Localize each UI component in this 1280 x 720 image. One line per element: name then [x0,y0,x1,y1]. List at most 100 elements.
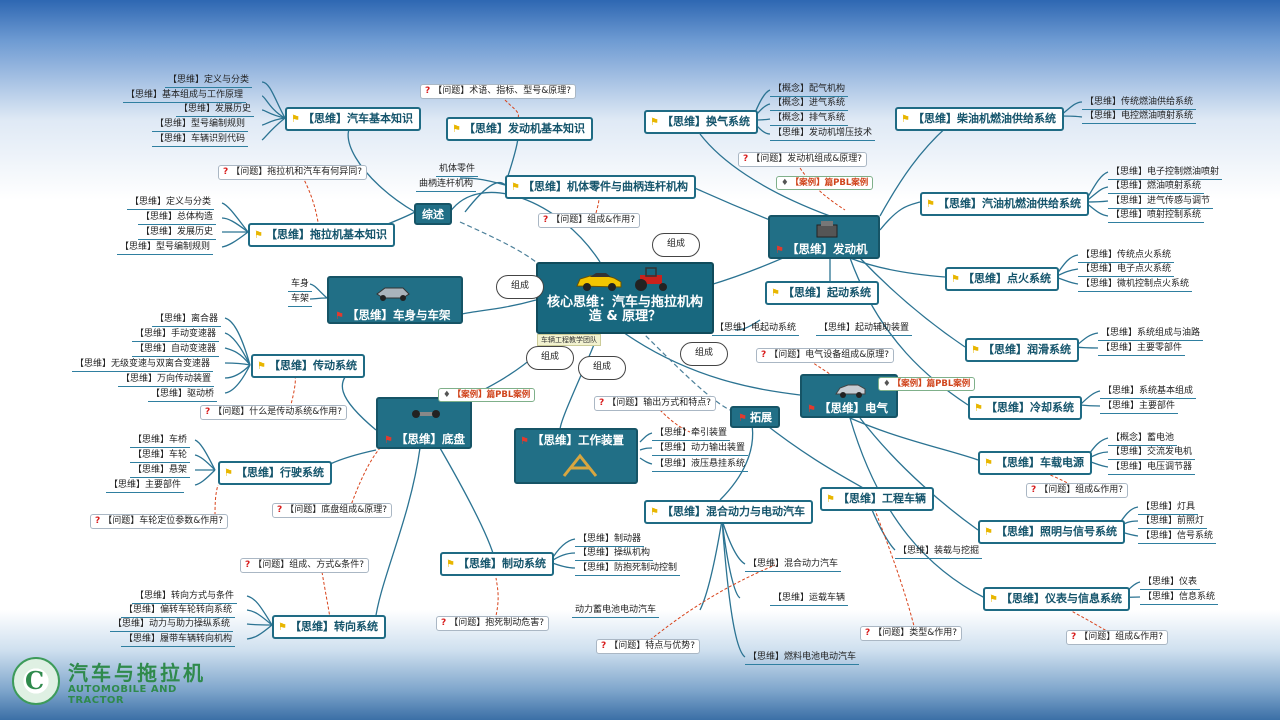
topic-air-exchange[interactable]: ⚑【思维】换气系统 [644,110,758,134]
question-box[interactable]: ?【问题】输出方式和特点? [594,396,717,411]
question-box[interactable]: ?【问题】抱死制动危害? [436,616,550,631]
leaf[interactable]: 【思维】履带车辆转向机构 [121,633,236,647]
question-box[interactable]: ?【问题】特点与优势? [596,639,701,654]
leaf[interactable]: 【思维】驱动桥 [148,388,218,402]
topic-chassis[interactable]: ⚑【思维】底盘 [376,397,472,449]
leaf[interactable]: 车身 [288,278,313,292]
leaf[interactable]: 【思维】悬架 [130,464,191,478]
topic-crank-mechanism[interactable]: ⚑【思维】机体零件与曲柄连杆机构 [505,175,696,199]
topic-starting[interactable]: ⚑【思维】起动系统 [765,281,879,305]
topic-instrument-info[interactable]: ⚑【思维】仪表与信息系统 [983,587,1130,611]
leaf[interactable]: 【思维】发展历史 [138,226,217,240]
leaf[interactable]: 【思维】制动器 [575,533,645,547]
leaf[interactable]: 动力蓄电池电动汽车 [572,604,660,618]
leaf[interactable]: 【思维】电控燃油喷射系统 [1082,110,1197,124]
leaf[interactable]: 【思维】车轮 [130,449,191,463]
topic-cooling[interactable]: ⚑【思维】冷却系统 [968,396,1082,420]
leaf[interactable]: 曲柄连杆机构 [416,178,477,192]
question-box[interactable]: ?【问题】术语、指标、型号&原理? [420,84,577,99]
leaf[interactable]: 【思维】交流发电机 [1108,446,1196,460]
topic-tractor-basics[interactable]: ⚑【思维】拖拉机基本知识 [248,223,395,247]
case-tag[interactable]: ♦【案例】篇PBL案例 [776,176,874,190]
leaf[interactable]: 【思维】无级变速与双离合变速器 [72,358,214,372]
topic-diesel-fuel[interactable]: ⚑【思维】柴油机燃油供给系统 [895,107,1064,131]
leaf[interactable]: 【思维】信号系统 [1138,530,1217,544]
topic-overview[interactable]: 综述 [414,203,452,225]
leaf[interactable]: 【思维】发动机增压技术 [770,127,876,141]
leaf[interactable]: 【思维】主要部件 [1100,400,1179,414]
leaf[interactable]: 【思维】牵引装置 [652,427,731,441]
question-box[interactable]: ?【问题】组成&作用? [538,213,641,228]
topic-hybrid-electric[interactable]: ⚑【思维】混合动力与电动汽车 [644,500,813,524]
leaf[interactable]: 【思维】传统燃油供给系统 [1082,96,1197,110]
leaf[interactable]: 【思维】电子控制燃油喷射 [1108,166,1223,180]
leaf[interactable]: 【思维】转向方式与条件 [132,590,238,604]
leaf[interactable]: 【思维】液压悬挂系统 [652,458,749,472]
leaf[interactable]: 机体零件 [436,163,479,177]
topic-steering[interactable]: ⚑【思维】转向系统 [272,615,386,639]
topic-engine-basics[interactable]: ⚑【思维】发动机基本知识 [446,117,593,141]
leaf[interactable]: 【思维】离合器 [152,313,222,327]
leaf[interactable]: 【思维】主要零部件 [1098,342,1186,356]
leaf[interactable]: 【思维】动力与助力操纵系统 [110,618,234,632]
leaf[interactable]: 【思维】手动变速器 [132,328,220,342]
leaf[interactable]: 【概念】排气系统 [770,112,849,126]
leaf[interactable]: 【思维】发展历史 [176,103,255,117]
case-tag[interactable]: ♦【案例】篇PBL案例 [878,377,976,391]
leaf[interactable]: 【思维】定义与分类 [165,74,253,88]
leaf[interactable]: 【思维】操纵机构 [575,547,654,561]
question-box[interactable]: ?【问题】组成&作用? [1066,630,1169,645]
topic-engine[interactable]: ⚑【思维】发动机 [768,215,880,259]
leaf[interactable]: 【思维】总体构造 [138,211,217,225]
question-box[interactable]: ?【问题】拖拉机和汽车有何异同? [218,165,368,180]
leaf[interactable]: 【思维】运载车辆 [770,592,849,606]
leaf[interactable]: 【概念】蓄电池 [1108,432,1178,446]
leaf[interactable]: 【思维】燃料电池电动汽车 [745,651,860,665]
topic-lubrication[interactable]: ⚑【思维】润滑系统 [965,338,1079,362]
topic-extension[interactable]: ⚑拓展 [730,406,780,428]
leaf[interactable]: 【思维】电压调节器 [1108,461,1196,475]
leaf[interactable]: 【思维】型号编制规则 [117,241,214,255]
leaf[interactable]: 车架 [288,293,313,307]
topic-ignition[interactable]: ⚑【思维】点火系统 [945,267,1059,291]
leaf[interactable]: 【思维】偏转车轮转向系统 [121,604,236,618]
leaf[interactable]: 【思维】灯具 [1138,501,1199,515]
leaf[interactable]: 【概念】进气系统 [770,97,849,111]
question-box[interactable]: ?【问题】发动机组成&原理? [738,152,868,167]
leaf[interactable]: 【思维】仪表 [1140,576,1201,590]
topic-power-supply[interactable]: ⚑【思维】车载电源 [978,451,1092,475]
leaf[interactable]: 【思维】喷射控制系统 [1108,209,1205,223]
leaf[interactable]: 【思维】系统组成与油路 [1098,327,1204,341]
leaf[interactable]: 【思维】燃油喷射系统 [1108,180,1205,194]
leaf[interactable]: 【思维】混合动力汽车 [745,558,842,572]
case-tag[interactable]: ♦【案例】篇PBL案例 [438,388,536,402]
question-box[interactable]: ?【问题】类型&作用? [860,626,963,641]
leaf[interactable]: 【思维】主要部件 [106,479,185,493]
central-topic[interactable]: 核心思维：汽车与拖拉机构造 & 原理？ [536,262,714,334]
topic-automobile-basics[interactable]: ⚑【思维】汽车基本知识 [285,107,421,131]
leaf[interactable]: 【思维】前照灯 [1138,515,1208,529]
leaf[interactable]: 【概念】配气机构 [770,83,849,97]
question-box[interactable]: ?【问题】什么是传动系统&作用? [200,405,348,420]
topic-running-system[interactable]: ⚑【思维】行驶系统 [218,461,332,485]
leaf[interactable]: 【思维】动力输出装置 [652,442,749,456]
leaf[interactable]: 【思维】自动变速器 [132,343,220,357]
leaf[interactable]: 【思维】系统基本组成 [1100,385,1197,399]
topic-lighting-signal[interactable]: ⚑【思维】照明与信号系统 [978,520,1125,544]
topic-braking[interactable]: ⚑【思维】制动系统 [440,552,554,576]
question-box[interactable]: ?【问题】组成&作用? [1026,483,1129,498]
leaf[interactable]: 【思维】电子点火系统 [1078,263,1175,277]
leaf[interactable]: 【思维】车辆识别代码 [152,133,249,147]
leaf[interactable]: 【思维】装载与挖掘 [895,545,983,559]
leaf[interactable]: 【思维】电起动系统 [712,322,800,336]
question-box[interactable]: ?【问题】电气设备组成&原理? [756,348,895,363]
leaf[interactable]: 【思维】起动辅助装置 [816,322,913,336]
topic-transmission[interactable]: ⚑【思维】传动系统 [251,354,365,378]
leaf[interactable]: 【思维】传统点火系统 [1078,249,1175,263]
topic-body-frame[interactable]: ⚑【思维】车身与车架 [327,276,463,324]
leaf[interactable]: 【思维】基本组成与工作原理 [123,89,247,103]
question-box[interactable]: ?【问题】底盘组成&原理? [272,503,393,518]
leaf[interactable]: 【思维】防抱死制动控制 [575,562,681,576]
leaf[interactable]: 【思维】进气传感与调节 [1108,195,1214,209]
leaf[interactable]: 【思维】车桥 [130,434,191,448]
